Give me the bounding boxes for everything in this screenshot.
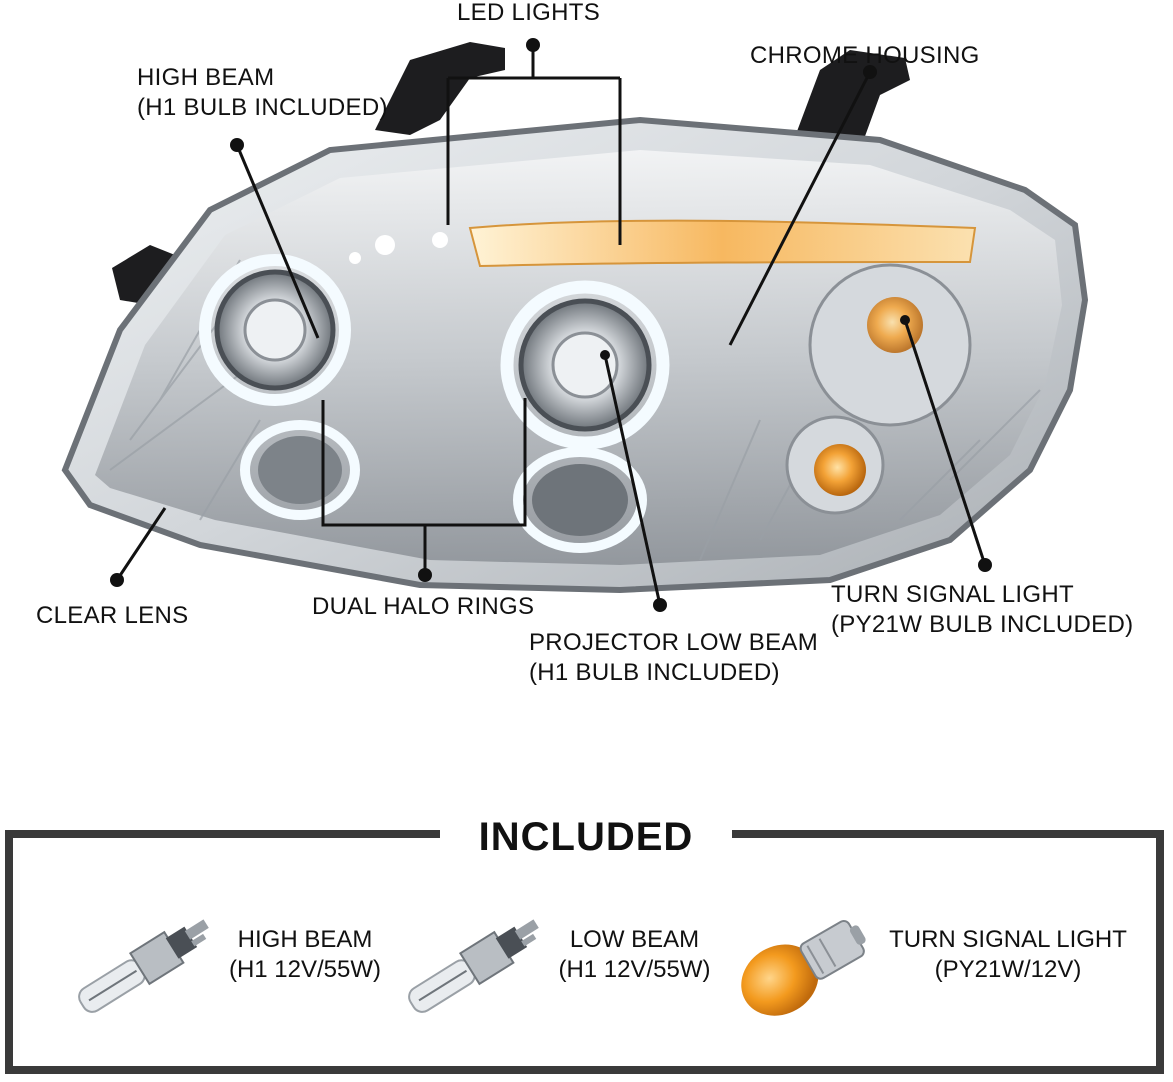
high-beam-projector (199, 254, 351, 406)
led-diodes (349, 232, 448, 264)
projector-low-beam-label: PROJECTOR LOW BEAM (H1 BULB INCLUDED) (529, 628, 818, 688)
chrome-housing-leader (728, 71, 872, 346)
lower-halo-rings (240, 420, 647, 553)
turn-signal-leader (903, 319, 987, 566)
high-beam-title: HIGH BEAM (137, 64, 275, 91)
included-low-beam-spec: (H1 12V/55W) (558, 956, 711, 983)
included-high-beam-spec: (H1 12V/55W) (228, 956, 382, 983)
turn-signal-note: (PY21W BULB INCLUDED) (831, 611, 1134, 638)
led-lights-label: LED LIGHTS (457, 0, 600, 28)
included-item-high-beam: HIGH BEAM (H1 12V/55W) (220, 925, 390, 985)
turn-signal-title: TURN SIGNAL LIGHT (831, 581, 1074, 608)
included-title: INCLUDED (440, 812, 732, 862)
callout-leaders (115, 45, 987, 606)
h1-bulb-icon (408, 919, 539, 1013)
included-high-beam-name: HIGH BEAM (237, 926, 373, 953)
projector-low-beam-title: PROJECTOR LOW BEAM (529, 629, 818, 656)
led-turn-strip (468, 219, 977, 268)
included-turn-signal-name: TURN SIGNAL LIGHT (889, 926, 1127, 953)
turn-signal-reflector (785, 263, 972, 515)
callout-dots (110, 38, 992, 612)
dual-halo-rings-text: DUAL HALO RINGS (312, 593, 535, 620)
included-item-low-beam: LOW BEAM (H1 12V/55W) (552, 925, 717, 985)
low-beam-projector (500, 280, 670, 450)
projector-low-beam-note: (H1 BULB INCLUDED) (529, 659, 780, 686)
py21w-amber-bulb-icon (741, 919, 866, 1016)
chrome-housing-text: CHROME HOUSING (750, 42, 980, 69)
clear-lens-leader (115, 507, 167, 581)
high-beam-label: HIGH BEAM (H1 BULB INCLUDED) (137, 63, 388, 123)
dual-halo-leader (321, 398, 527, 575)
chrome-housing-label: CHROME HOUSING (750, 41, 980, 71)
included-turn-signal-spec: (PY21W/12V) (934, 956, 1082, 983)
included-item-turn-signal: TURN SIGNAL LIGHT (PY21W/12V) (878, 925, 1138, 985)
clear-lens-label: CLEAR LENS (36, 601, 188, 631)
led-lights-text: LED LIGHTS (457, 0, 601, 26)
low-beam-leader (603, 354, 662, 606)
included-low-beam-name: LOW BEAM (569, 926, 700, 953)
headlight-diagram (61, 38, 1089, 612)
high-beam-leader (235, 144, 320, 339)
turn-signal-label: TURN SIGNAL LIGHT (PY21W BULB INCLUDED) (831, 580, 1133, 640)
high-beam-note: (H1 BULB INCLUDED) (137, 94, 388, 121)
clear-lens-text: CLEAR LENS (36, 602, 189, 629)
led-lights-leader (446, 45, 622, 245)
h1-bulb-icon (78, 919, 209, 1013)
dual-halo-rings-label: DUAL HALO RINGS (312, 592, 534, 622)
